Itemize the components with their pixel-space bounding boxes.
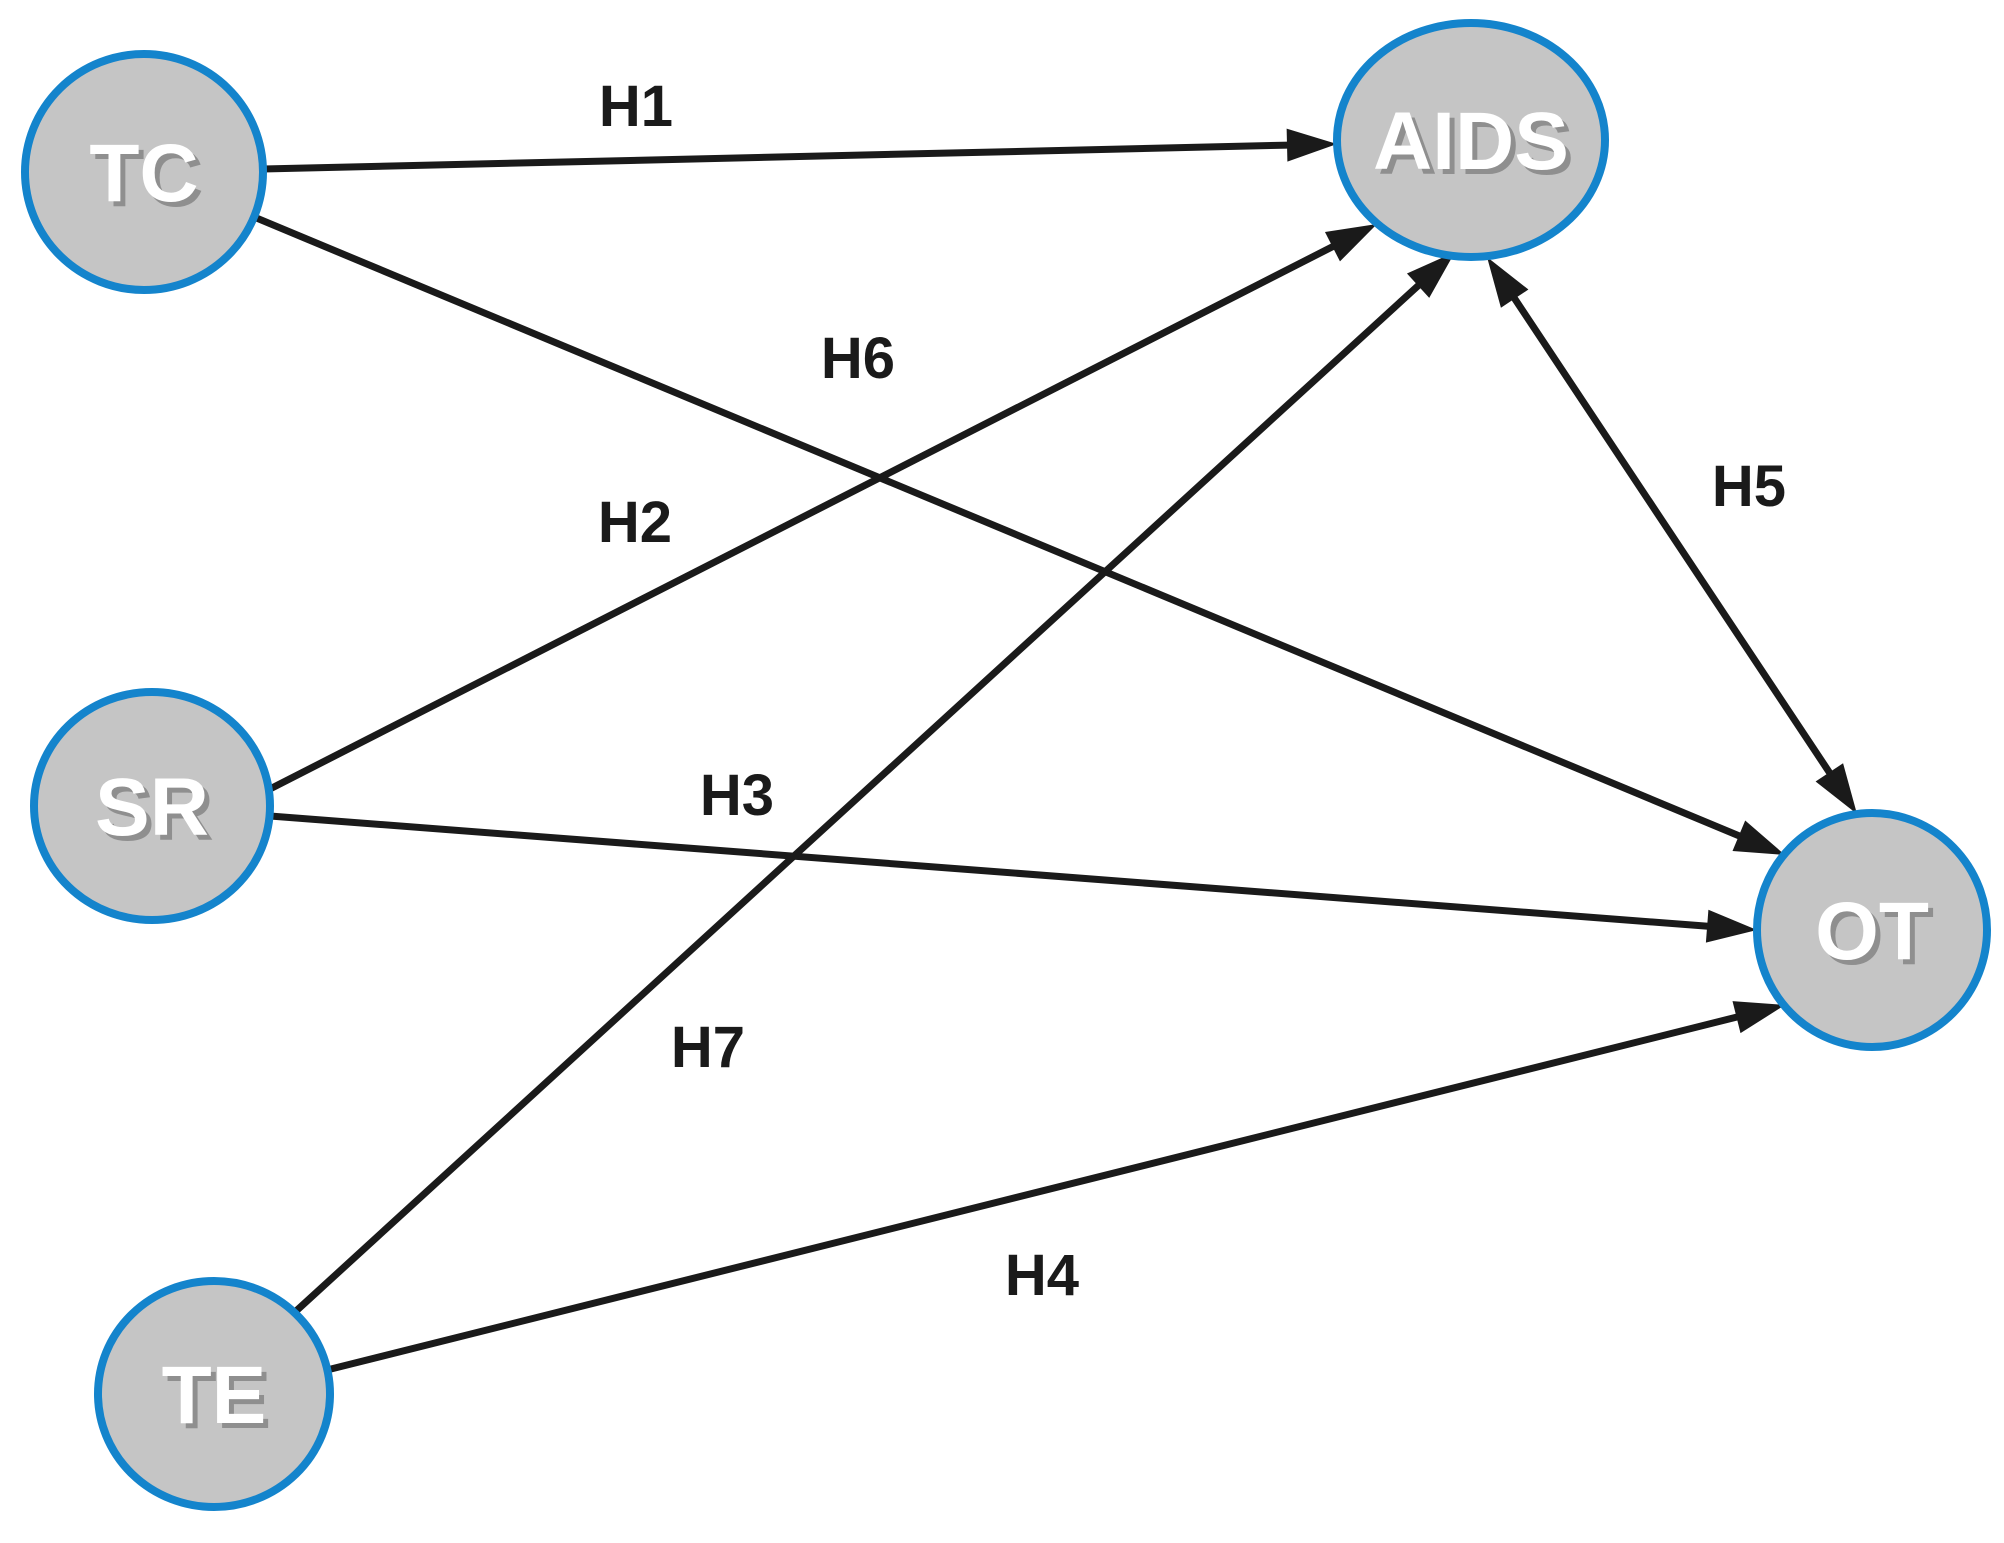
- node-ot-label-shadow: OT: [1820, 891, 1934, 982]
- node-ot-circle: [1753, 809, 1991, 1051]
- edge-h4-line: [326, 1010, 1751, 1374]
- node-sr-label: SR: [95, 762, 209, 853]
- edge-h3-line: [269, 812, 1722, 931]
- edge-h1-line: [262, 141, 1302, 173]
- arrowhead-h5-start: [1487, 257, 1529, 308]
- node-aids-circle: [1333, 19, 1609, 261]
- node-tc-label: TC: [89, 128, 198, 219]
- edge-h7-line: [292, 273, 1431, 1315]
- arrowhead-h7-end: [1406, 252, 1455, 298]
- node-te-label: TE: [162, 1350, 267, 1441]
- edge-h2-label: H2: [598, 490, 672, 555]
- edge-h4-label: H4: [1005, 1243, 1079, 1308]
- edge-h6-line: [252, 213, 1754, 845]
- node-te-label-shadow: TE: [167, 1355, 272, 1446]
- arrowhead-h3-end: [1705, 909, 1757, 943]
- edge-h4: H4: [326, 1001, 1785, 1374]
- arrowhead-h4-end: [1732, 1001, 1785, 1034]
- edge-h1: H1: [262, 74, 1337, 173]
- node-tc-label-shadow: TC: [94, 133, 203, 224]
- node-ot-label: OT: [1815, 886, 1929, 977]
- node-aids-label: AIDS: [1373, 96, 1569, 187]
- arrowhead-h1-end: [1286, 128, 1337, 162]
- edge-h6: H6: [252, 213, 1785, 855]
- edge-h5-line: [1504, 285, 1840, 786]
- arrowhead-h2-end: [1324, 224, 1377, 262]
- edge-h3-label: H3: [700, 763, 774, 828]
- edge-h7: H7: [292, 252, 1455, 1315]
- node-sr-circle: [30, 688, 274, 924]
- arrowhead-h6-end: [1732, 820, 1785, 855]
- edge-h2: H2: [266, 224, 1377, 794]
- node-sr-label-shadow: SR: [100, 767, 214, 858]
- edge-h6-label: H6: [821, 326, 895, 391]
- edge-h1-label: H1: [599, 74, 673, 139]
- node-aids-label-shadow: AIDS: [1378, 101, 1574, 192]
- edge-h2-line: [266, 237, 1347, 794]
- edge-h3: H3: [269, 763, 1757, 943]
- edge-h5-label: H5: [1712, 454, 1786, 519]
- edge-h5: H5: [1487, 257, 1857, 814]
- arrowhead-h5-end: [1815, 763, 1857, 814]
- edge-h7-label: H7: [671, 1015, 745, 1080]
- node-te-circle: [94, 1277, 334, 1511]
- node-tc-circle: [21, 50, 267, 294]
